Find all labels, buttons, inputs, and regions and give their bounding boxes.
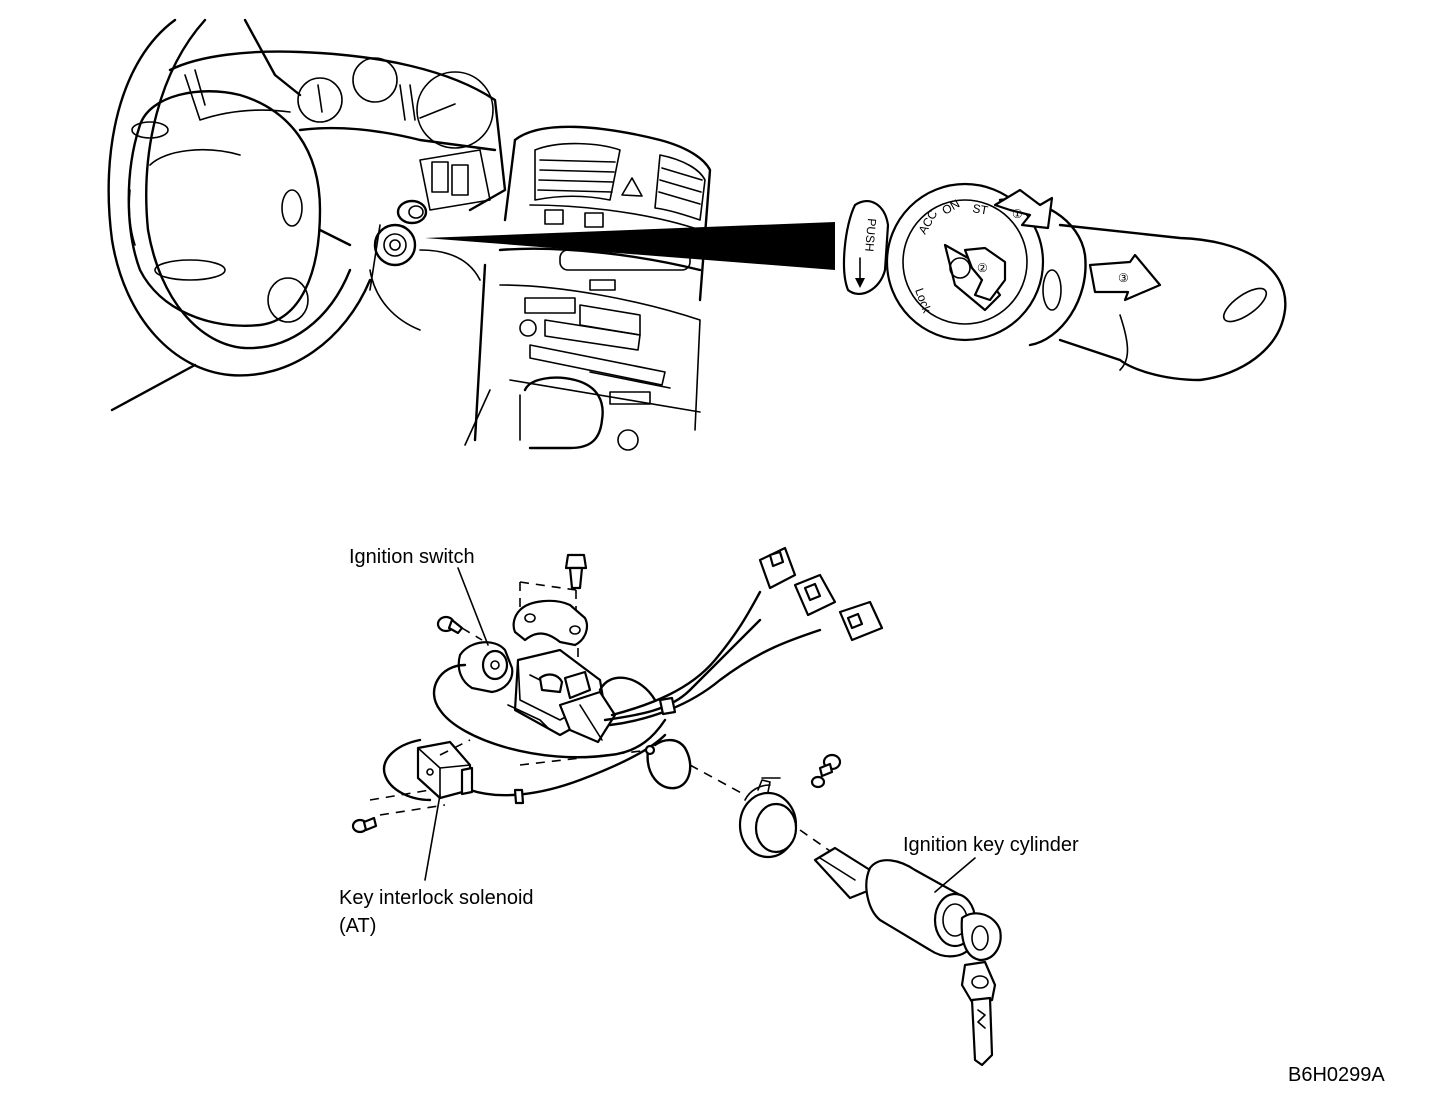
key-interlock-solenoid-at-label: (AT) xyxy=(339,915,376,937)
st-label: ST xyxy=(971,201,989,218)
switch-face-detail: PUSH ACC ON ST Lock ① ② ③ xyxy=(842,182,1287,382)
ignition-switch-label: Ignition switch xyxy=(349,546,475,568)
dashboard-illustration xyxy=(107,18,712,451)
push-label: PUSH xyxy=(862,218,879,252)
callout-beam xyxy=(425,222,835,270)
figure-code-label: B6H0299A xyxy=(1288,1064,1385,1086)
step-2-label: ② xyxy=(977,261,988,275)
leader-lines xyxy=(424,567,976,893)
ignition-key-cylinder-label: Ignition key cylinder xyxy=(903,834,1079,856)
step-3-label: ③ xyxy=(1118,271,1129,285)
key-interlock-solenoid-label: Key interlock solenoid xyxy=(339,887,534,909)
exploded-assembly xyxy=(351,546,1002,1067)
step-1-label: ① xyxy=(1012,207,1023,221)
